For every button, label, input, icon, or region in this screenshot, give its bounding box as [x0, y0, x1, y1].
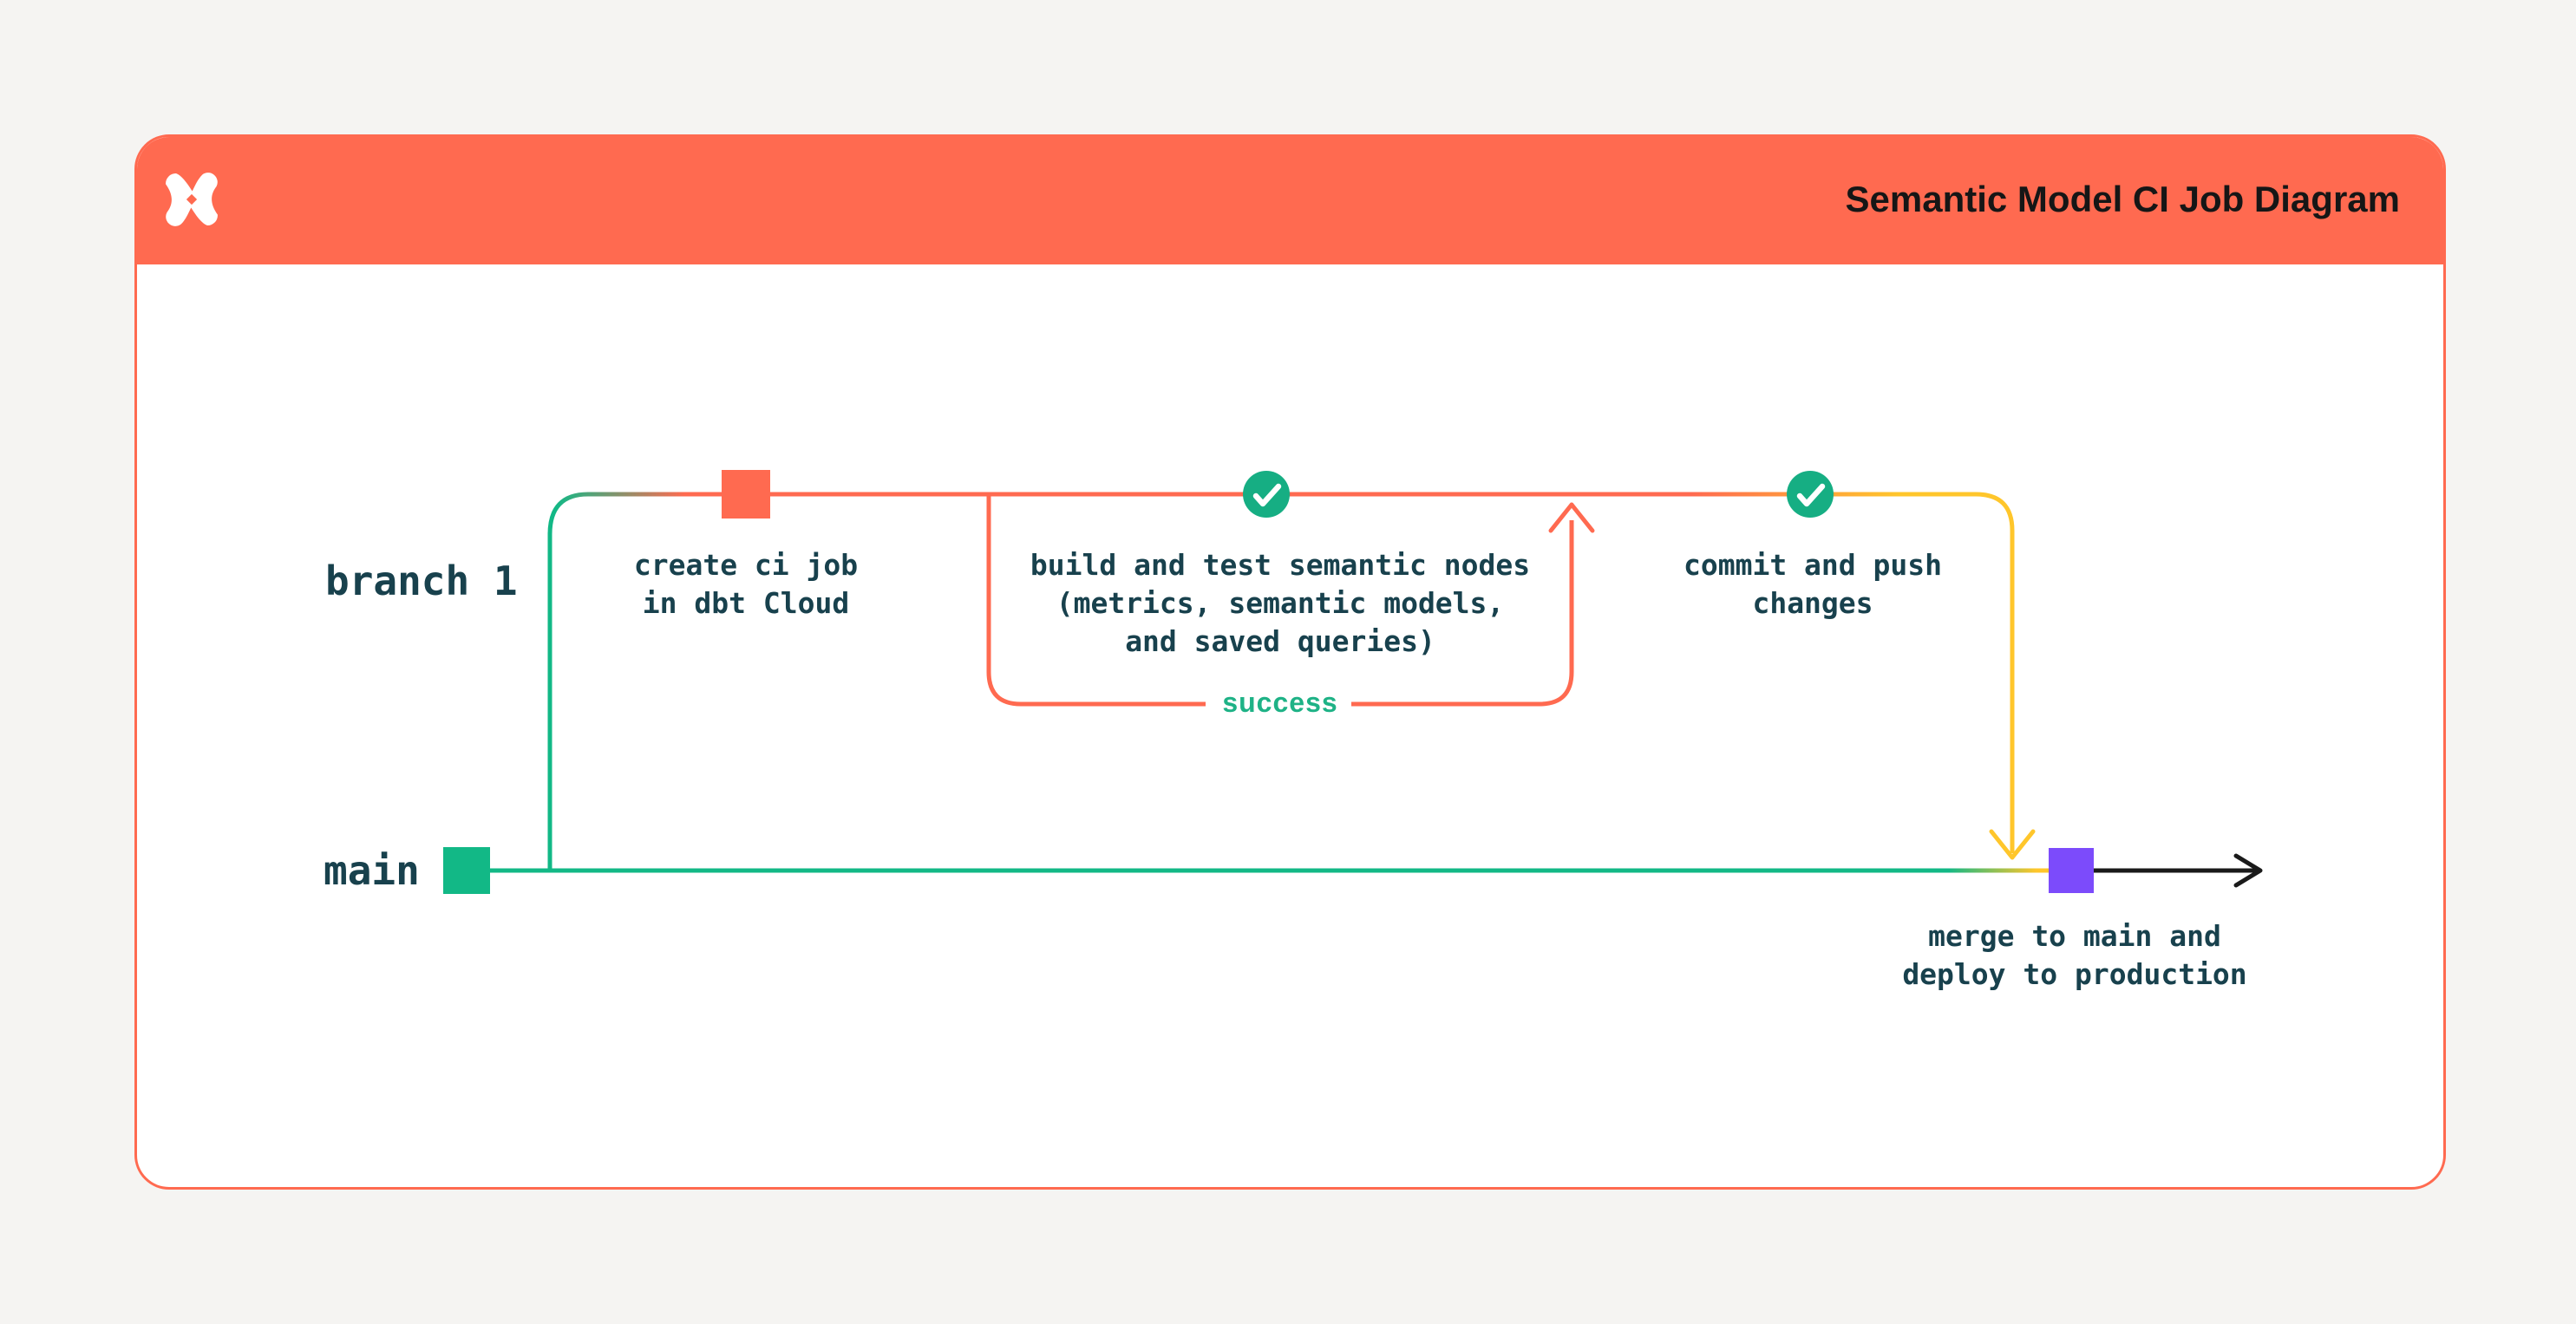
page-title: Semantic Model CI Job Diagram	[1845, 179, 2400, 219]
card-header: Semantic Model CI Job Diagram	[137, 137, 2443, 264]
main-lane-label: main	[324, 847, 420, 894]
branch1-lane-label: branch 1	[325, 558, 518, 604]
commit-and-push-label: commit and push changes	[1683, 548, 1942, 620]
create-ci-job-label: create ci job in dbt Cloud	[633, 548, 859, 620]
dbt-logo-icon	[166, 173, 218, 226]
success-annotation: success	[1222, 687, 1338, 718]
build-and-test-label: build and test semantic nodes (metrics, …	[1030, 548, 1531, 658]
merge-to-main-label: merge to main and deploy to production	[1902, 919, 2247, 991]
diagram-card: Semantic Model CI Job Diagram	[134, 134, 2446, 1190]
